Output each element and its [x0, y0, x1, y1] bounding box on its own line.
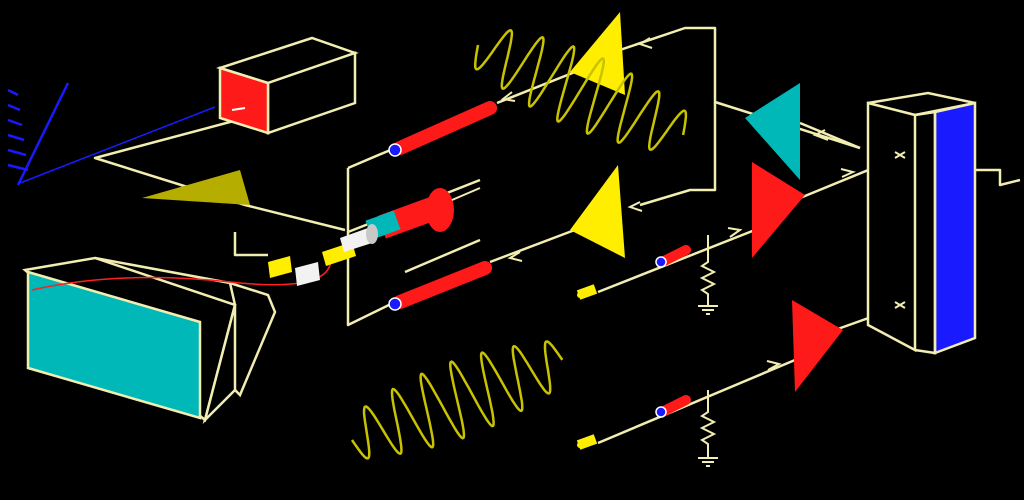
red-triangle-bottom — [792, 300, 843, 392]
deflect-plate-1 — [268, 256, 292, 278]
resistor-mid — [698, 235, 718, 315]
blue-panel-face — [933, 101, 977, 355]
red-rod-lower — [388, 261, 492, 311]
arrowheads — [500, 37, 857, 371]
deflect-plate-2 — [295, 262, 320, 286]
arrow-mid-left — [507, 251, 523, 262]
teal-triangle — [745, 83, 800, 180]
wire-top-loop — [346, 168, 396, 327]
red-lamp-block — [215, 36, 359, 135]
beam-trace — [31, 252, 332, 291]
wire-lamp-left — [93, 116, 346, 232]
electron-gun — [268, 187, 481, 286]
wire-mid-to-red — [597, 224, 766, 294]
blue-panel — [866, 91, 977, 355]
arrow-teal — [812, 129, 829, 141]
yellow-triangle-top — [570, 12, 625, 95]
wire-top-loop-down — [639, 102, 717, 207]
wire-left-box — [233, 232, 268, 257]
red-triangle-mid — [752, 162, 805, 258]
coil-bottom — [655, 395, 691, 418]
olive-triangle — [142, 170, 250, 205]
wave-top — [473, 29, 688, 151]
deflect-plate-4 — [340, 228, 372, 252]
coil-mid — [655, 245, 691, 268]
wire-low-signal — [597, 358, 796, 445]
wire-panel-right — [975, 168, 1021, 187]
arrow-upper-left — [500, 91, 516, 102]
yellow-triangle-mid — [570, 165, 625, 258]
ground-comb — [7, 82, 216, 186]
arrow-low-right — [766, 360, 782, 371]
plug-mid — [576, 284, 598, 300]
wire-mid-signal — [489, 226, 581, 264]
oscilloscope-screen — [22, 252, 332, 425]
wire-upper-out — [799, 121, 861, 150]
red-rod-upper — [388, 101, 497, 157]
arrow-panel-mid — [840, 168, 857, 178]
ground-wire — [19, 106, 216, 184]
arrow-top — [637, 37, 653, 49]
screen-face — [26, 270, 202, 420]
wave-bottom — [350, 340, 564, 460]
wire-box-upper — [347, 146, 396, 170]
wire-upper-signal — [496, 68, 581, 105]
plug-bottom — [576, 434, 598, 450]
resistor-bottom — [698, 390, 718, 467]
wire-center-down — [404, 238, 481, 274]
arrow-mid-top — [627, 201, 643, 212]
arrow-mid-right — [727, 227, 743, 238]
